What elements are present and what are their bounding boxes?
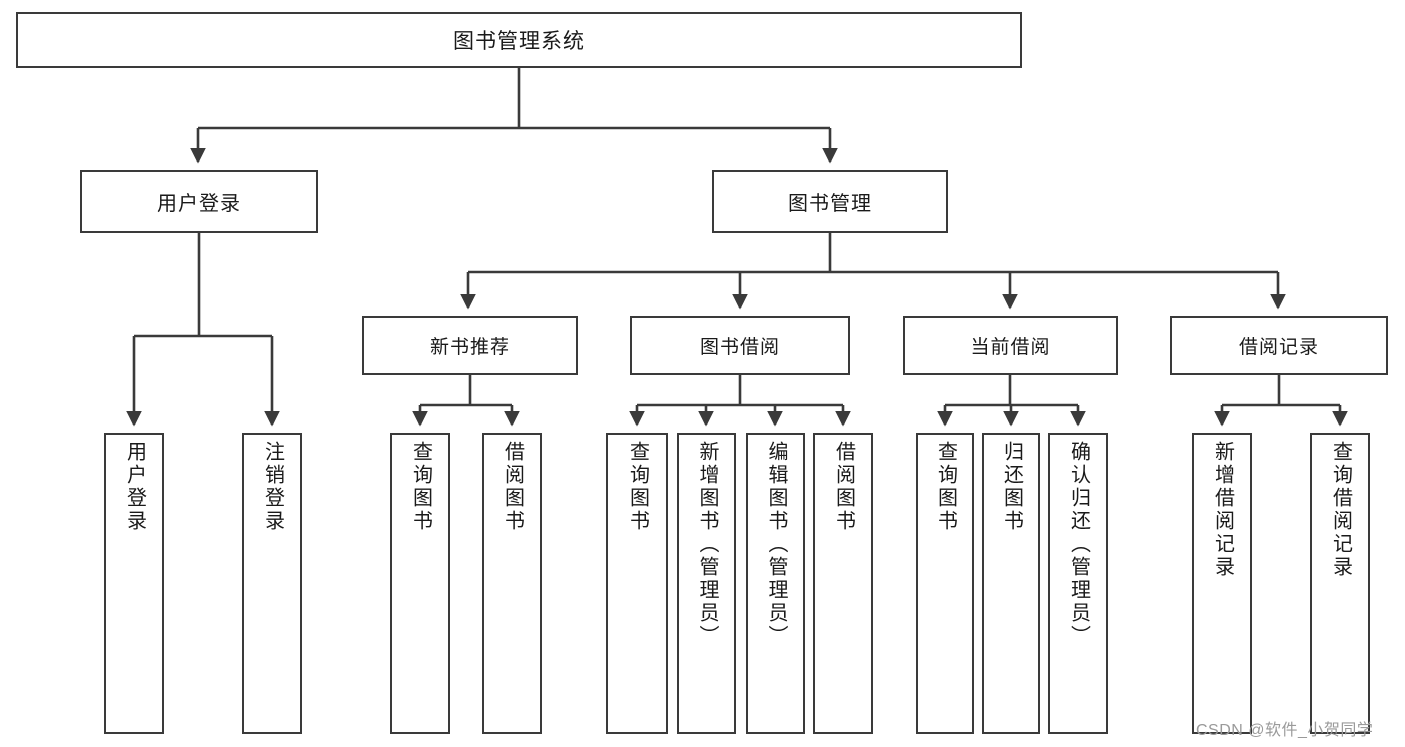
node-book-manage[interactable]: 图书管理 bbox=[712, 170, 948, 233]
csdn-watermark: CSDN @软件_小贺同学 bbox=[1196, 722, 1374, 739]
node-current-borrow[interactable]: 当前借阅 bbox=[903, 316, 1118, 375]
node-leaf-logout[interactable]: 注销登录 bbox=[242, 433, 302, 734]
node-leaf-query-book-1-label: 查询图书 bbox=[409, 441, 432, 533]
node-leaf-query-book-3-label: 查询图书 bbox=[934, 441, 957, 533]
node-leaf-return-book-label: 归还图书 bbox=[1000, 441, 1023, 533]
node-leaf-borrow-book-1-label: 借阅图书 bbox=[501, 441, 524, 533]
node-leaf-confirm-return[interactable]: 确认归还（管理员） bbox=[1048, 433, 1108, 734]
node-user-login[interactable]: 用户登录 bbox=[80, 170, 318, 233]
node-new-book-rec[interactable]: 新书推荐 bbox=[362, 316, 578, 375]
node-leaf-query-record-label: 查询借阅记录 bbox=[1329, 441, 1352, 579]
node-leaf-query-record[interactable]: 查询借阅记录 bbox=[1310, 433, 1370, 734]
node-borrow-record[interactable]: 借阅记录 bbox=[1170, 316, 1388, 375]
node-current-borrow-label: 当前借阅 bbox=[970, 337, 1051, 358]
node-user-login-label: 用户登录 bbox=[157, 193, 241, 215]
node-leaf-add-record[interactable]: 新增借阅记录 bbox=[1192, 433, 1252, 734]
node-leaf-edit-book-label: 编辑图书（管理员） bbox=[765, 441, 787, 648]
node-leaf-return-book[interactable]: 归还图书 bbox=[982, 433, 1040, 734]
node-root-label: 图书管理系统 bbox=[453, 30, 585, 53]
node-book-borrow[interactable]: 图书借阅 bbox=[630, 316, 850, 375]
node-leaf-borrow-book-2[interactable]: 借阅图书 bbox=[813, 433, 873, 734]
node-leaf-add-book-label: 新增图书（管理员） bbox=[696, 441, 718, 648]
node-leaf-user-login[interactable]: 用户登录 bbox=[104, 433, 164, 734]
node-borrow-record-label: 借阅记录 bbox=[1238, 337, 1319, 358]
node-new-book-rec-label: 新书推荐 bbox=[429, 337, 510, 358]
node-root[interactable]: 图书管理系统 bbox=[16, 12, 1022, 68]
node-leaf-query-book-2-label: 查询图书 bbox=[626, 441, 649, 533]
node-leaf-edit-book[interactable]: 编辑图书（管理员） bbox=[746, 433, 805, 734]
node-leaf-borrow-book-1[interactable]: 借阅图书 bbox=[482, 433, 542, 734]
node-leaf-borrow-book-2-label: 借阅图书 bbox=[832, 441, 855, 533]
node-leaf-query-book-3[interactable]: 查询图书 bbox=[916, 433, 974, 734]
node-book-manage-label: 图书管理 bbox=[788, 193, 872, 215]
node-book-borrow-label: 图书借阅 bbox=[699, 337, 780, 358]
node-leaf-query-book-2[interactable]: 查询图书 bbox=[606, 433, 668, 734]
node-leaf-logout-label: 注销登录 bbox=[261, 441, 284, 533]
node-leaf-confirm-return-label: 确认归还（管理员） bbox=[1067, 441, 1090, 648]
node-leaf-add-record-label: 新增借阅记录 bbox=[1211, 441, 1234, 579]
node-leaf-query-book-1[interactable]: 查询图书 bbox=[390, 433, 450, 734]
node-leaf-add-book[interactable]: 新增图书（管理员） bbox=[677, 433, 736, 734]
node-leaf-user-login-label: 用户登录 bbox=[123, 441, 146, 533]
